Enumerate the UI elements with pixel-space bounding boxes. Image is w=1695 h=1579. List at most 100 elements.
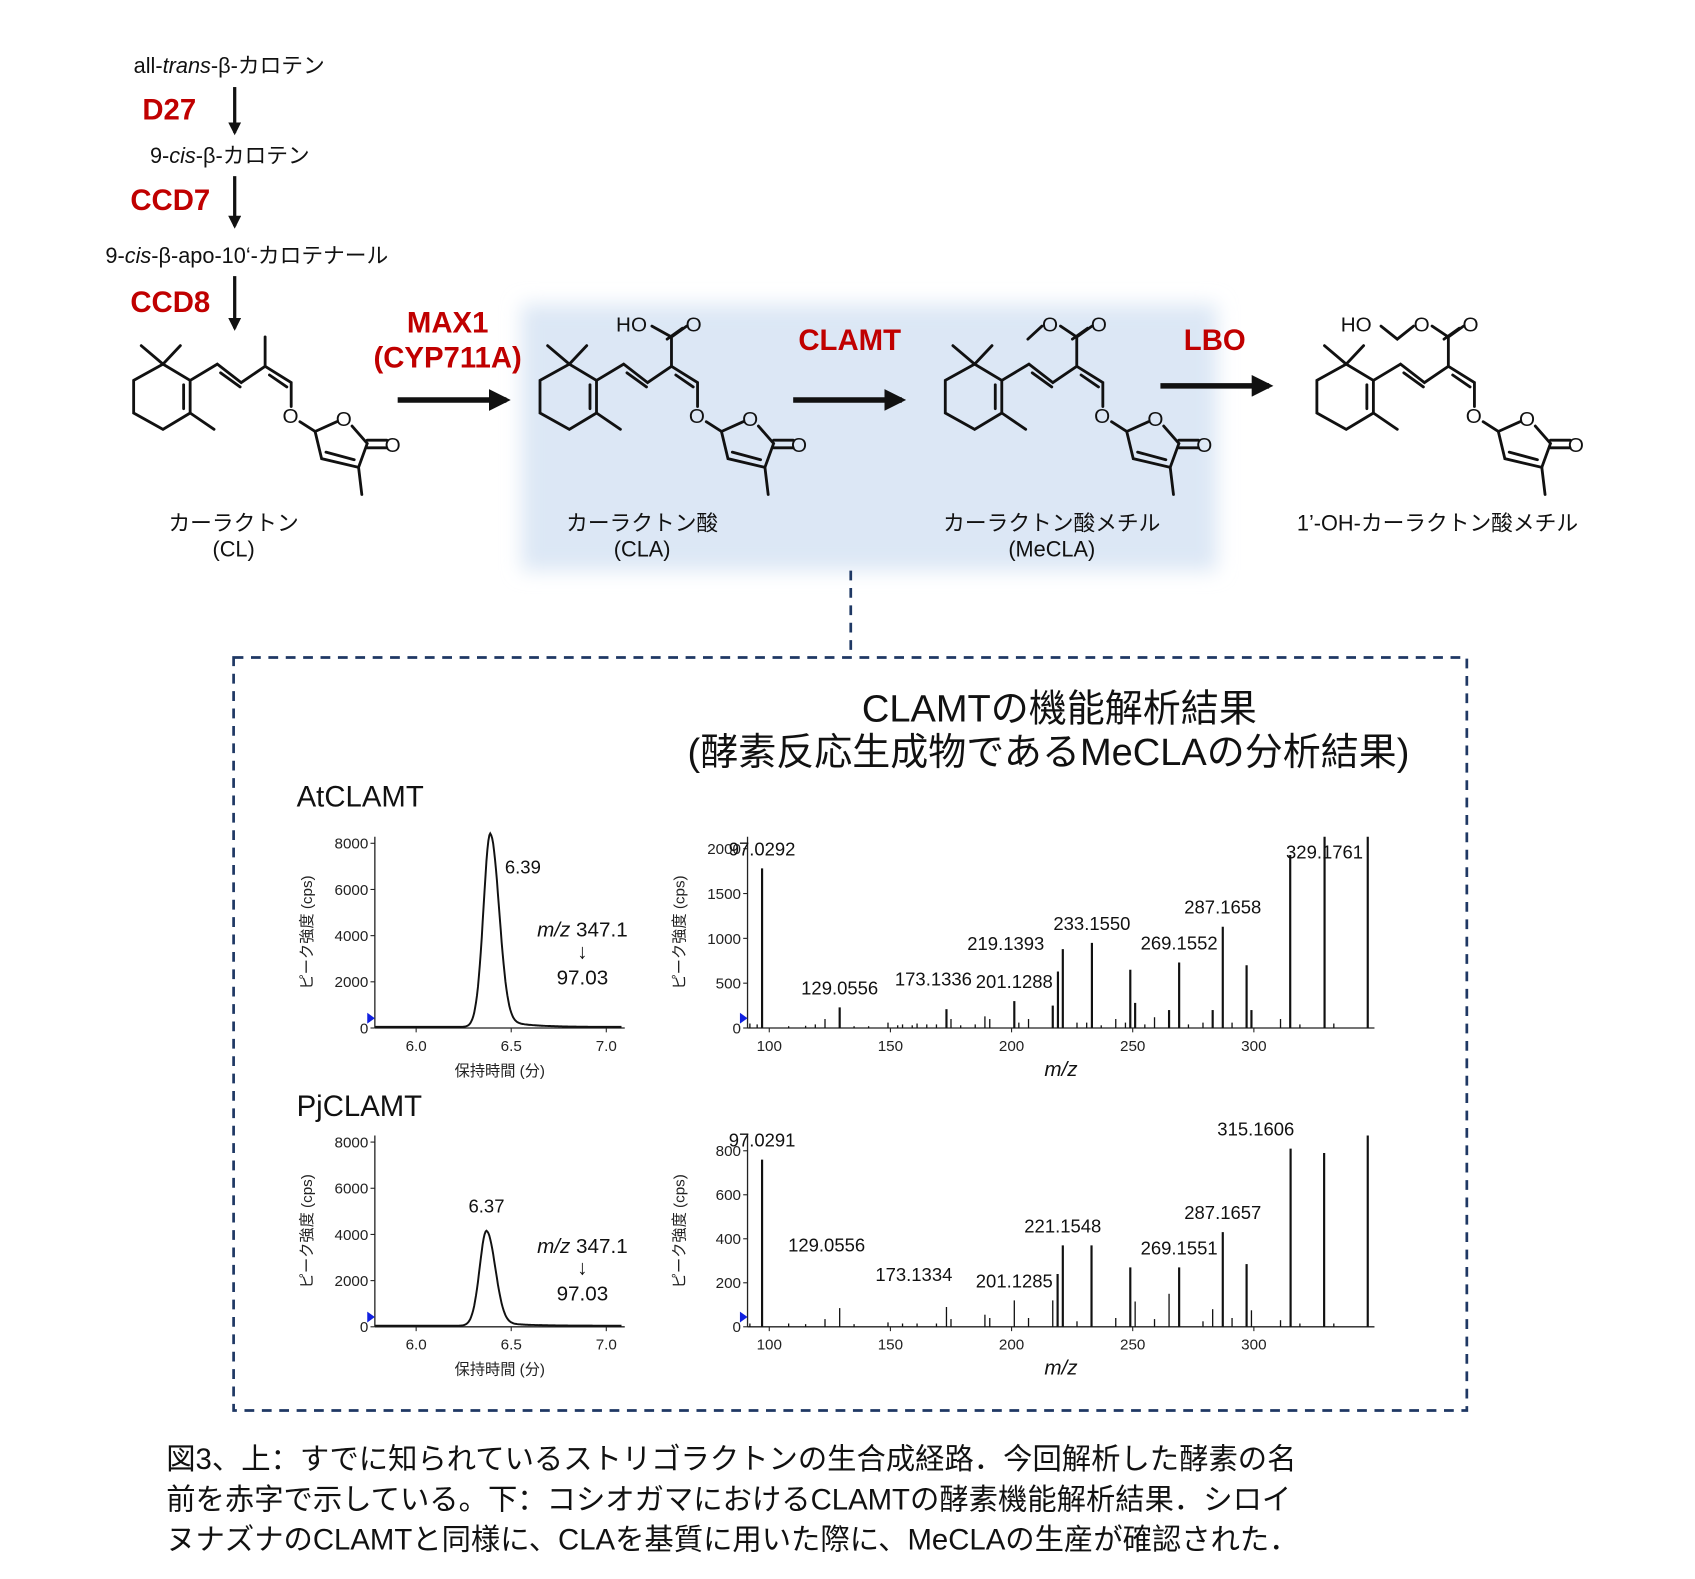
x-axis-label: m/z <box>1044 1058 1078 1081</box>
peak-mz-label: 201.1285 <box>976 1270 1053 1291</box>
compound-name-1-oh-mecla: 1’-OH-カーラクトン酸メチル <box>1297 510 1578 535</box>
chromatogram-trace <box>375 831 622 1028</box>
caption-line-1: 図3、上：すでに知られているストリゴラクトンの生合成経路．今回解析した酵素の名 <box>166 1443 1296 1476</box>
peak-mz-label: 219.1393 <box>967 933 1044 954</box>
atom-label: O <box>1042 314 1058 337</box>
compound-name-mecla: カーラクトン酸メチル <box>943 510 1160 535</box>
y-tick-label: 600 <box>716 1187 741 1204</box>
compound-name-cl: カーラクトン <box>168 510 298 535</box>
enzyme-clamt: CLAMT <box>798 324 901 357</box>
caption-line-3: ヌナズナのCLAMTと同様に、CLAを基質に用いた際に、MeCLAの生産が確認さ… <box>166 1524 1298 1557</box>
x-tick-label: 7.0 <box>596 1337 617 1354</box>
y-tick-label: 2000 <box>707 841 741 858</box>
mrm-transition-a: m/z 347.1 ↓ 97.03 <box>537 919 628 990</box>
x-tick-label: 300 <box>1241 1038 1266 1055</box>
transition-arrow: ↓ <box>577 1257 587 1280</box>
peak-mz-label: 269.1552 <box>1141 933 1218 954</box>
precursor-apo-carotenal: 9-cis-β-apo-10‘-カロテナール <box>105 243 388 268</box>
x-axis-label: 保持時間 (分) <box>455 1362 545 1379</box>
peak-mz-label: 201.1288 <box>976 971 1053 992</box>
results-panel-border <box>232 656 1469 1412</box>
highlight-clamt-step <box>521 304 1217 571</box>
peak-mz-label: 129.0556 <box>788 1235 865 1256</box>
y-tick-label: 0 <box>733 1020 741 1037</box>
structure-carlactone: O O O <box>132 335 401 496</box>
x-tick-label: 200 <box>999 1038 1024 1055</box>
peak-mz-label: 287.1657 <box>1184 1202 1261 1223</box>
y-tick-label: 4000 <box>335 928 369 945</box>
atom-label: O <box>1094 405 1110 428</box>
precursor-prefix: 9- <box>105 243 124 268</box>
transition-precursor: m/z 347.1 <box>537 1235 628 1258</box>
origin-marker-icon <box>367 1311 375 1323</box>
x-tick-label: 250 <box>1120 1337 1145 1354</box>
precursor-prefix: 9- <box>150 143 169 168</box>
precursor-italic: cis <box>125 243 152 268</box>
origin-marker-icon <box>367 1012 375 1024</box>
panel-title: CLAMTの機能解析結果 <box>862 689 1257 731</box>
precursor-italic: cis <box>169 143 196 168</box>
transition-arrow: ↓ <box>577 940 587 963</box>
y-tick-label: 2000 <box>335 1273 369 1290</box>
transition-product: 97.03 <box>557 1283 609 1306</box>
precursor-suffix: -β-apo-10‘-カロテナール <box>151 243 388 268</box>
enzyme-d27: D27 <box>142 94 196 127</box>
enzyme-ccd8: CCD8 <box>130 286 210 319</box>
y-tick-label: 8000 <box>335 1135 369 1152</box>
precursor-suffix: -β-カロテン <box>211 53 325 78</box>
enzyme-max1: MAX1 <box>407 307 488 340</box>
atom-label: O <box>1147 408 1163 431</box>
atom-label: O <box>742 408 758 431</box>
x-tick-label: 6.5 <box>501 1038 522 1055</box>
x-tick-label: 6.0 <box>406 1038 427 1055</box>
x-tick-label: 250 <box>1120 1038 1145 1055</box>
origin-marker-icon <box>739 1012 748 1024</box>
peak-mz-label: 97.0291 <box>729 1130 796 1151</box>
atom-label: HO <box>1341 314 1372 337</box>
atom-label: O <box>686 314 702 337</box>
x-tick-label: 6.0 <box>406 1337 427 1354</box>
y-tick-label: 1500 <box>707 886 741 903</box>
x-tick-label: 150 <box>878 1337 903 1354</box>
peak-mz-label: 329.1761 <box>1286 841 1363 862</box>
y-tick-label: 0 <box>733 1319 741 1336</box>
atom-label: O <box>791 434 807 457</box>
peak-mz-label: 269.1551 <box>1141 1237 1218 1258</box>
structure-methyl-carlactonoate: O O O O O <box>943 314 1212 496</box>
atom-label: O <box>1568 434 1584 457</box>
atom-label: O <box>1466 405 1482 428</box>
y-tick-label: 200 <box>716 1275 741 1292</box>
precursor-italic: trans <box>163 53 211 78</box>
caption-line-2: 前を赤字で示している。下：コシオガマにおけるCLAMTの酵素機能解析結果．シロイ <box>166 1483 1291 1516</box>
y-axis-label: ピーク強度 (cps) <box>672 1174 689 1288</box>
atom-label: O <box>689 405 705 428</box>
x-tick-label: 6.5 <box>501 1337 522 1354</box>
sample-label-atclamt: AtCLAMT <box>297 780 424 813</box>
peak-mz-label: 233.1550 <box>1053 913 1130 934</box>
y-tick-label: 6000 <box>335 882 369 899</box>
peak-mz-label: 129.0556 <box>801 977 878 998</box>
precursor-all-trans-carotene: all-trans-β-カロテン <box>134 53 325 78</box>
enzyme-cyp711a: (CYP711A) <box>373 341 521 374</box>
y-axis-label: ピーク強度 (cps) <box>299 1174 316 1288</box>
atom-label: O <box>283 405 299 428</box>
chromatogram-trace <box>375 1229 622 1327</box>
y-tick-label: 6000 <box>335 1181 369 1198</box>
enzyme-ccd7: CCD7 <box>130 184 210 217</box>
x-axis-label: 保持時間 (分) <box>455 1063 545 1080</box>
y-tick-label: 500 <box>716 976 741 993</box>
y-tick-label: 2000 <box>335 974 369 991</box>
transition-precursor: m/z 347.1 <box>537 919 628 942</box>
compound-abbr-mecla: (MeCLA) <box>1008 536 1095 561</box>
y-tick-label: 400 <box>716 1231 741 1248</box>
x-tick-label: 300 <box>1241 1337 1266 1354</box>
compound-abbr-cl: (CL) <box>212 536 254 561</box>
peak-rt-label: 6.39 <box>505 857 541 878</box>
compound-name-cla: カーラクトン酸 <box>566 510 718 535</box>
